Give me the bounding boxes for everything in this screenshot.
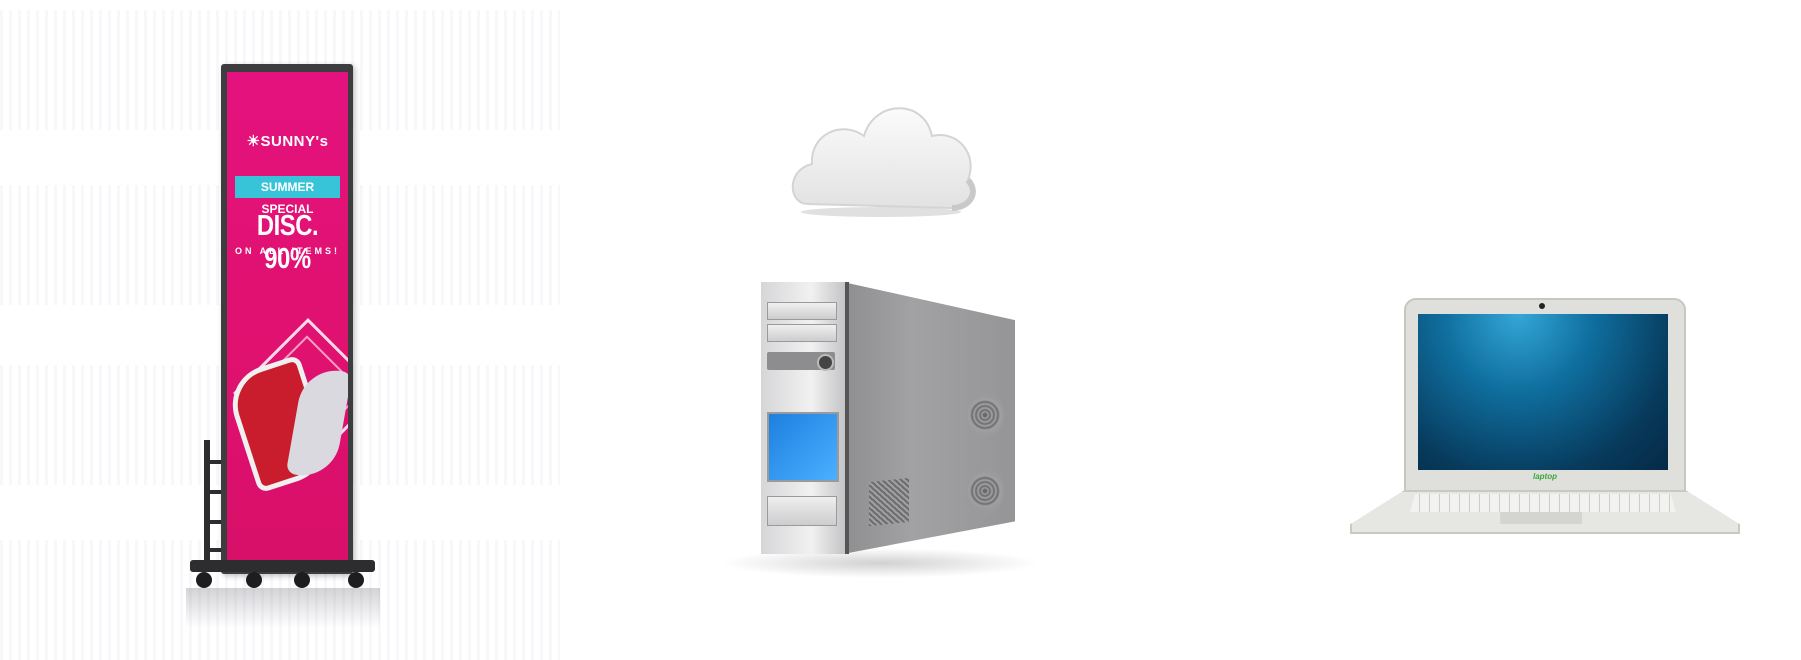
poster-ladder <box>204 440 232 562</box>
led-poster-icon: ☀SUNNY's SUMMER SPECIAL DISC. 90% ON ALL… <box>0 0 560 660</box>
power-button-icon <box>817 354 834 371</box>
webcam-icon <box>1539 303 1545 309</box>
fan-vent-icon <box>966 392 1004 438</box>
wheel-icon <box>348 572 364 588</box>
poster-screen: ☀SUNNY's SUMMER SPECIAL DISC. 90% ON ALL… <box>227 72 348 568</box>
laptop-screen <box>1418 314 1668 470</box>
lower-bay <box>767 496 837 526</box>
poster-banner: SUMMER SPECIAL <box>235 176 340 216</box>
fan-vent-icon <box>966 468 1004 514</box>
tower-front-panel <box>761 282 849 554</box>
wheel-icon <box>196 572 212 588</box>
poster-logo: ☀SUNNY's <box>246 133 329 150</box>
drive-bay <box>767 324 837 342</box>
poster-headline: DISC. 90% <box>256 210 319 275</box>
laptop-brand-label: laptop <box>1533 472 1557 481</box>
tower-lcd-display <box>767 412 839 482</box>
poster-stand <box>190 560 375 572</box>
touchpad <box>1500 512 1582 524</box>
poster-subline: ON ALL ITEMS! <box>235 246 340 256</box>
wheel-icon <box>246 572 262 588</box>
drive-bay <box>767 302 837 320</box>
wheel-icon <box>294 572 310 588</box>
poster-reflection <box>186 588 380 628</box>
cloud-icon <box>791 107 976 217</box>
keyboard <box>1410 494 1676 512</box>
side-vent <box>869 477 909 527</box>
